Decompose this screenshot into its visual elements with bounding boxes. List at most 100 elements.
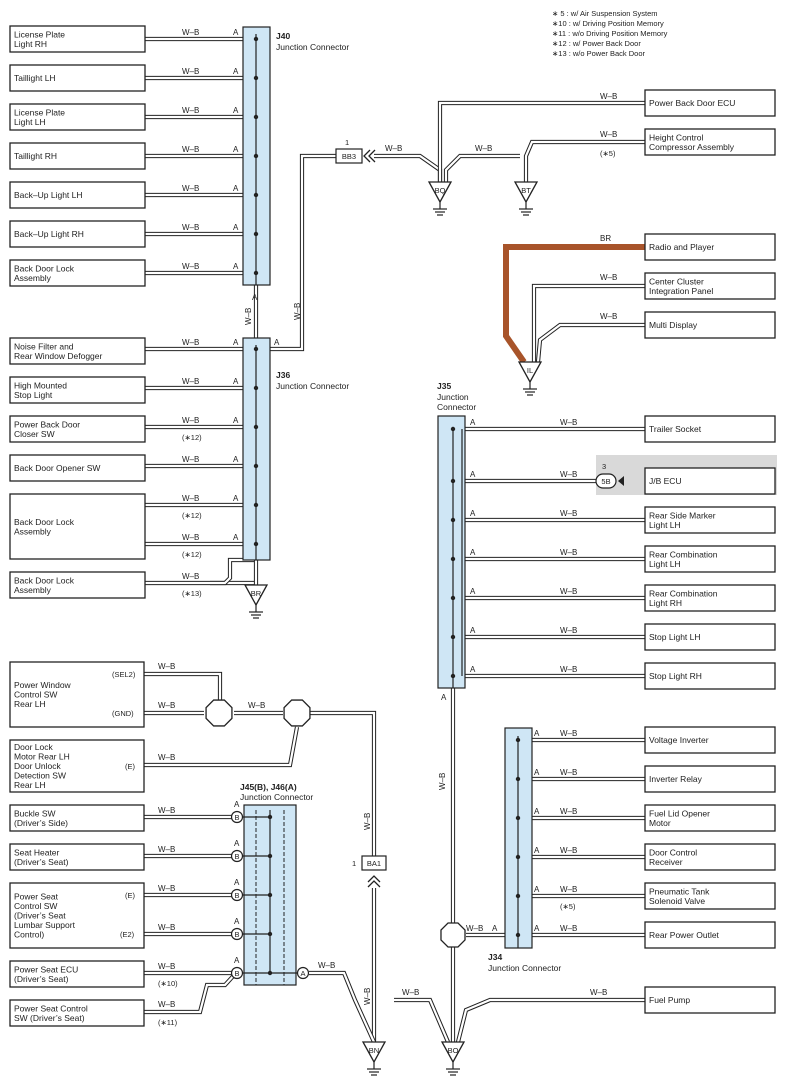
component-box-label: Stop Light RH [649,671,702,681]
wire-label: W–B [363,813,372,830]
splice-octagon [205,699,233,727]
component-box-label: SW (Driver’s Seat) [14,1013,85,1023]
wire-label: W–B [560,626,577,635]
wire-label: W–B [560,548,577,557]
wire-label: W–B [590,988,607,997]
wire-label: W–B [182,494,199,503]
component-box-label: License Plate [14,29,65,39]
wire-label: W–B [402,988,419,997]
wire-label: W–B [244,308,253,325]
component-box-label: Light LH [14,117,46,127]
legend-item: ∗13 : w/o Power Back Door [552,49,645,58]
connector-5b [595,473,617,489]
component-box [644,765,776,793]
pin-label: A [234,917,240,926]
pin-label: A [534,846,540,855]
note-label: (∗13) [182,589,202,598]
pin-label: A [233,106,239,115]
ground-bt-label: BT [521,186,531,195]
component-box-label: Taillight LH [14,73,56,83]
component-box-label: Rear Window Defogger [14,351,103,361]
note-label: (∗12) [182,511,202,520]
wire-label: W–B [182,338,199,347]
splice-dot [267,892,273,898]
component-box [644,128,776,156]
component-box-label: Radio and Player [649,242,714,252]
wire-label: W–B [560,587,577,596]
pin-label: A [441,693,447,702]
splice-dot [515,893,521,899]
splice-dot [267,931,273,937]
ground-bt [513,181,539,204]
pin-label: A [234,800,240,809]
component-box-label: Door Lock [14,742,53,752]
component-box [9,960,145,988]
pin-a-label: A [300,969,305,978]
component-box [9,882,145,949]
component-box-label: Assembly [14,526,52,536]
pin-name: (E2) [120,930,135,939]
wire-label: W–B [182,223,199,232]
wire-label: W–B [158,962,175,971]
component-box-label: Rear Side Marker [649,510,716,520]
component-box-label: Back Door Lock [14,517,75,527]
splice-dot [253,192,259,198]
splice-dot [450,634,456,640]
wire-bypass [210,558,256,585]
wire-to-ba1-outline [310,710,377,858]
component-box [644,843,776,871]
wire-sel2 [144,672,222,700]
component-box-label: Light RH [649,598,682,608]
component-box-label: Rear Combination [649,549,718,559]
component-box [9,142,146,170]
wire-label: W–B [182,145,199,154]
pin-label: A [234,956,240,965]
pin-label: A [234,839,240,848]
wire-hc-outline [523,139,645,182]
wire-label: W–B [293,303,302,320]
splice-dot [450,517,456,523]
splice-dot [515,737,521,743]
connector-label: 5B [601,477,610,486]
component-box-label: Power Back Door [14,419,80,429]
pin-label: A [470,470,476,479]
component-box [644,584,776,612]
pin-label: A [534,729,540,738]
wire-label: W–B [363,988,372,1005]
component-box-label: Door Control [649,847,697,857]
component-box-label: (Driver’s Seat [14,911,66,921]
component-box [9,25,146,53]
component-box-label: Power Back Door ECU [649,98,735,108]
connector-arrow [367,875,381,888]
ground-il-label: IL [527,366,533,375]
component-box-label: (Driver’s Seat) [14,974,69,984]
pin-label: A [233,338,239,347]
splice-dot [267,814,273,820]
splice-dot [253,502,259,508]
component-box [644,662,776,690]
component-box-label: Assembly [14,273,52,283]
component-box-label: Fuel Lid Opener [649,808,710,818]
component-box-label: Light LH [649,559,681,569]
component-box-label: Voltage Inverter [649,735,709,745]
legend-item: ∗ 5 : w/ Air Suspension System [552,9,658,18]
splice-dot [515,854,521,860]
pin-b [230,849,244,863]
component-box-label: Lumbar Support [14,920,76,930]
pin-b-label: B [234,969,239,978]
wire-radio-outline [503,244,645,364]
connector-arrow [363,149,376,163]
connector-pin: 3 [602,462,606,471]
junction-name: Junction Connector [488,963,561,973]
wire-label: W–B [158,884,175,893]
splice-dot [253,270,259,276]
pin-b-label: B [234,852,239,861]
wire-label: BR [600,234,611,243]
splice-dot [253,75,259,81]
component-box-label: Motor Rear LH [14,752,70,762]
wire-label: W–B [475,144,492,153]
ground-bn-label: BN [369,1046,379,1055]
wire-label: W–B [560,509,577,518]
component-box [9,181,146,209]
splice-octagon [283,699,311,727]
